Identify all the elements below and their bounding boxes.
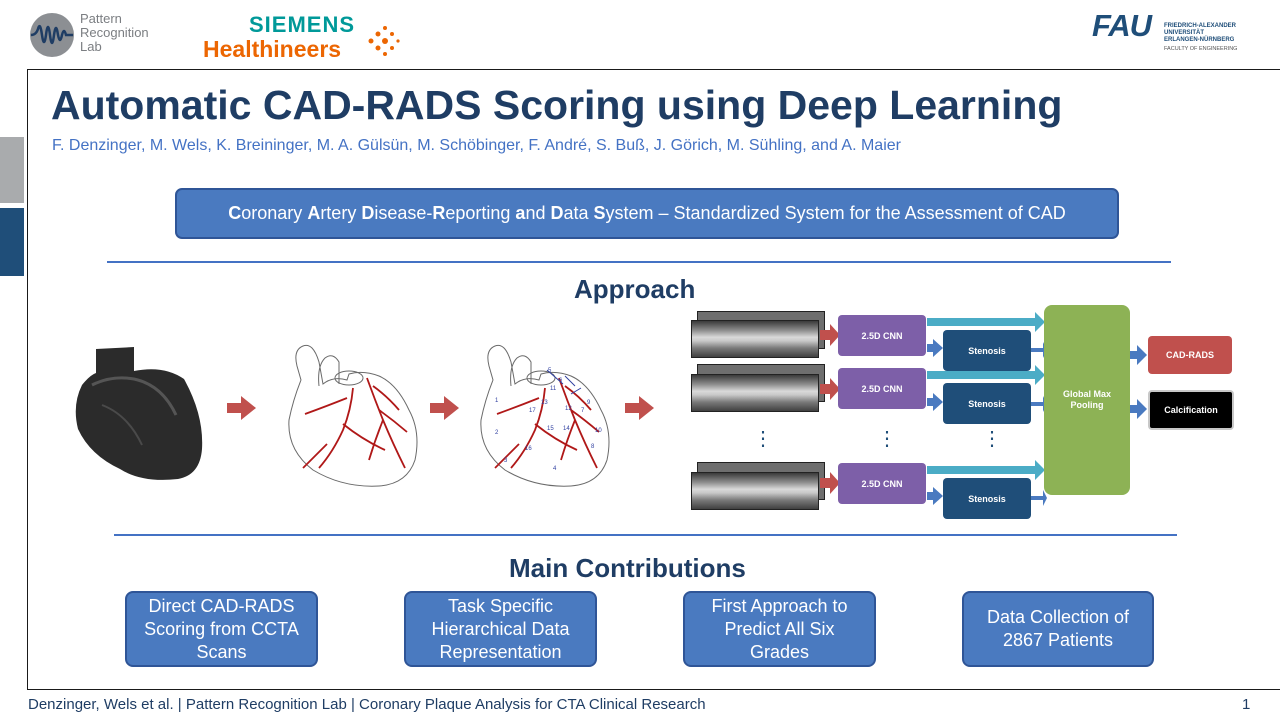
divider-bottom (114, 534, 1177, 536)
prl-logo-line-2: Recognition (80, 25, 149, 40)
page-number: 1 (1242, 696, 1251, 713)
stenosis-block: Stenosis (943, 330, 1031, 371)
segment-label: 17 (529, 408, 536, 414)
global-max-pooling-block: Global Max Pooling (1044, 305, 1130, 495)
side-tab-blue (0, 208, 24, 276)
segment-label: 6 (559, 378, 563, 384)
segment-label: 7 (581, 408, 585, 414)
banner-word: ata (563, 203, 594, 223)
cnn-block: 2.5D CNN (838, 315, 926, 356)
banner-word: isease- (374, 203, 433, 223)
siemens-logo: SIEMENS Healthineers (203, 12, 403, 64)
prl-logo: Pattern Recognition Lab (28, 10, 178, 60)
ellipsis-stenosis: ⋮ (982, 428, 1002, 450)
banner-initial: D (361, 203, 375, 223)
heart-segments-icon (480, 344, 610, 487)
cad-rads-output: CAD-RADS (1148, 336, 1232, 374)
footer-text: Denzinger, Wels et al. | Pattern Recogni… (28, 696, 706, 713)
fau-faculty: FACULTY OF ENGINEERING (1164, 46, 1238, 52)
siemens-logo-top: SIEMENS (249, 12, 356, 37)
banner-word: nd (525, 203, 551, 223)
segment-label: 1 (495, 398, 499, 404)
contribution-text: Direct CAD-RADS Scoring from CCTA Scans (144, 595, 299, 662)
banner-initial: A (307, 203, 321, 223)
segment-label: 8 (591, 444, 595, 450)
fau-logo-icon: FAU (1092, 8, 1152, 43)
banner-initial: a (515, 203, 526, 223)
fau-logo: FAU FRIEDRICH-ALEXANDER UNIVERSITÄT ERLA… (1092, 8, 1252, 56)
banner-initial: S (593, 203, 606, 223)
red-arrow-icon (430, 396, 459, 420)
contribution-box: Task Specific Hierarchical Data Represen… (404, 591, 597, 667)
cad-rads-definition-banner: Coronary Artery Disease-Reporting and Da… (175, 188, 1119, 239)
authors: F. Denzinger, M. Wels, K. Breininger, M.… (52, 137, 901, 154)
heart-segments: 1 2 3 4 5 6 7 8 9 10 11 12 13 14 15 16 1… (475, 340, 615, 490)
segment-label: 11 (550, 386, 557, 392)
segment-label: 12 (565, 406, 572, 412)
fau-text-1: FRIEDRICH-ALEXANDER (1164, 23, 1236, 29)
ct-scan-strip-icon (691, 472, 819, 510)
contribution-box: Direct CAD-RADS Scoring from CCTA Scans (125, 591, 318, 667)
siemens-dots-logo-icon (368, 26, 400, 56)
banner-initial: R (432, 203, 446, 223)
contribution-text: First Approach to Predict All Six Grades (711, 595, 848, 662)
segment-label: 4 (553, 466, 557, 472)
segment-label: 16 (525, 446, 532, 452)
ellipsis-scans: ⋮ (753, 428, 773, 450)
cnn-block: 2.5D CNN (838, 463, 926, 504)
segment-label: 2 (495, 430, 499, 436)
heart-ct-render-icon (75, 347, 203, 480)
banner-initial: C (228, 203, 242, 223)
segment-label: 13 (541, 400, 548, 406)
segment-label: 9 (587, 400, 591, 406)
ct-scan-strip-icon (691, 374, 819, 412)
slide-frame (27, 69, 1280, 690)
segment-labels: 1 2 3 4 5 6 7 8 9 10 11 12 13 14 15 16 1… (475, 340, 615, 490)
fau-text-2: UNIVERSITÄT (1164, 30, 1205, 36)
contribution-text: Data Collection of 2867 Patients (986, 607, 1130, 650)
banner-text: Coronary Artery Disease-Reporting and Da… (228, 203, 1065, 224)
prl-logo-line-1: Pattern (80, 11, 122, 26)
contribution-box: First Approach to Predict All Six Grades (683, 591, 876, 667)
contribution-box: Data Collection of 2867 Patients (962, 591, 1154, 667)
ct-scan-strip-icon (691, 320, 819, 358)
heart-outline-icon (288, 344, 418, 487)
divider-top (107, 261, 1171, 263)
segment-label: 5 (548, 368, 552, 374)
cnn-block: 2.5D CNN (838, 368, 926, 409)
ellipsis-cnn: ⋮ (877, 428, 897, 450)
segment-label: 15 (547, 426, 554, 432)
slide-title: Automatic CAD-RADS Scoring using Deep Le… (51, 82, 1063, 128)
banner-word: rtery (320, 203, 362, 223)
siemens-logo-bottom: Healthineers (203, 36, 342, 62)
banner-word: ystem – Standardized System for the Asse… (605, 203, 1066, 223)
stenosis-block: Stenosis (943, 383, 1031, 424)
stenosis-block: Stenosis (943, 478, 1031, 519)
fau-text-3: ERLANGEN-NÜRNBERG (1164, 37, 1235, 43)
segment-label: 14 (563, 426, 570, 432)
prl-waveform-logo-icon (30, 13, 74, 57)
side-tab-gray (0, 137, 24, 203)
segment-label: 10 (595, 428, 602, 434)
banner-initial: D (550, 203, 564, 223)
approach-title: Approach (574, 274, 696, 304)
red-arrow-icon (227, 396, 256, 420)
red-arrow-icon (625, 396, 654, 420)
pipeline-arrows (820, 312, 1147, 506)
contribution-text: Task Specific Hierarchical Data Represen… (431, 595, 570, 662)
banner-word: oronary (241, 203, 308, 223)
prl-logo-line-3: Lab (80, 39, 102, 54)
calcification-output: Calcification (1148, 390, 1234, 430)
contributions-title: Main Contributions (509, 553, 746, 583)
segment-label: 3 (504, 458, 508, 464)
banner-word: eporting (445, 203, 516, 223)
